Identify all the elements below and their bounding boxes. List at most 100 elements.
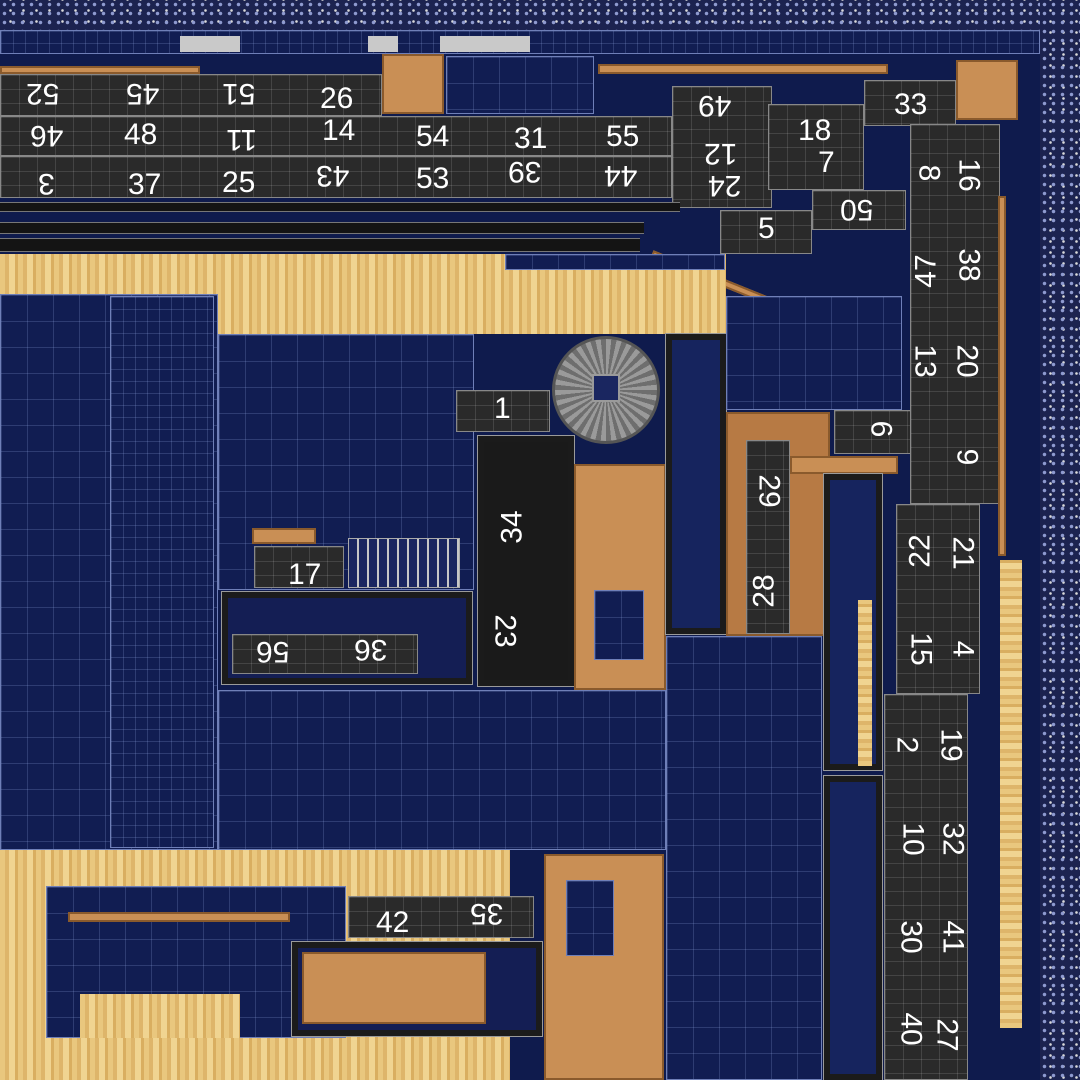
part-number-8: 8 [912, 164, 946, 182]
dark-panel-56-36 [232, 634, 418, 674]
part-number-33: 33 [894, 88, 928, 121]
dark-grid-top-row2 [0, 116, 672, 156]
part-number-13: 13 [908, 344, 942, 378]
dark-panel-17 [254, 546, 344, 588]
frame-34-23 [477, 435, 575, 687]
part-number-2: 2 [890, 736, 924, 754]
part-number-4: 4 [946, 640, 980, 658]
part-number-55: 55 [606, 120, 640, 153]
blue-pattern-panel [666, 636, 822, 1080]
part-number-52: 52 [26, 77, 60, 110]
part-number-16: 16 [952, 158, 986, 192]
part-number-42: 42 [376, 906, 410, 939]
dark-panel-29-28 [746, 440, 790, 634]
part-number-28: 28 [747, 574, 781, 608]
copper-square-b [956, 60, 1018, 120]
frame-tall-right-2 [823, 775, 883, 1080]
dark-column-bottom [884, 694, 968, 1080]
dark-grid-top-left [0, 74, 382, 116]
blue-box-mid-right [726, 296, 902, 410]
part-number-19: 19 [934, 728, 968, 762]
dark-grid-33 [864, 80, 956, 126]
copper-bar-top-right [598, 64, 888, 74]
part-number-5: 5 [758, 212, 775, 245]
part-number-12: 12 [704, 137, 738, 170]
part-number-38: 38 [952, 248, 986, 282]
gravel-strip-right [1040, 0, 1080, 1080]
dark-grid-right-top [672, 86, 772, 208]
part-number-54: 54 [416, 120, 450, 153]
wood-strip-right [858, 600, 872, 766]
dark-column-right-lower [896, 504, 980, 694]
part-number-3: 3 [38, 167, 55, 200]
dark-grid-5 [720, 210, 812, 254]
dark-grid-top-row3 [0, 156, 672, 198]
part-number-25: 25 [222, 166, 256, 199]
dark-column-right [910, 124, 1000, 504]
part-number-34: 34 [495, 510, 529, 544]
part-number-49: 49 [698, 89, 732, 122]
part-number-48: 48 [124, 118, 158, 151]
part-number-43: 43 [316, 159, 350, 192]
part-number-6: 6 [864, 420, 898, 438]
part-number-31: 31 [514, 122, 548, 155]
copper-bar-top-left [0, 66, 200, 74]
gray-tile-a [180, 36, 240, 52]
wood-strip-far-right [1000, 560, 1022, 1028]
dark-panel-1 [456, 390, 550, 432]
black-stripe-2 [0, 222, 644, 234]
gray-tile-b [368, 36, 398, 52]
part-number-56: 56 [256, 635, 290, 668]
part-number-40: 40 [894, 1012, 928, 1046]
blue-inset-a [594, 590, 644, 660]
part-number-11: 11 [226, 123, 258, 156]
part-number-46: 46 [30, 119, 64, 152]
blue-lower-panel [218, 690, 666, 850]
black-stripe-1 [0, 202, 680, 212]
part-number-53: 53 [416, 162, 450, 195]
part-number-30: 30 [894, 920, 928, 954]
part-number-45: 45 [126, 77, 160, 110]
part-number-22: 22 [903, 534, 937, 568]
part-number-51: 51 [222, 77, 256, 110]
copper-bottom-inset [302, 952, 486, 1024]
part-number-15: 15 [904, 632, 938, 666]
gray-tile-c [440, 36, 530, 52]
part-number-10: 10 [896, 822, 930, 856]
part-number-29: 29 [752, 474, 786, 508]
part-number-27: 27 [930, 1018, 964, 1052]
dark-grid-50 [812, 190, 906, 230]
copper-strip-far-right [998, 196, 1006, 556]
blue-bottom-inset [566, 880, 614, 956]
part-number-7: 7 [818, 146, 835, 179]
frame-tall-right [823, 473, 883, 771]
wood-bench-inset [80, 994, 240, 1038]
part-number-24: 24 [708, 169, 742, 202]
gear-center [592, 374, 620, 402]
part-number-41: 41 [936, 920, 970, 954]
part-number-17: 17 [288, 558, 322, 591]
part-number-47: 47 [909, 254, 943, 288]
part-number-21: 21 [946, 536, 980, 570]
part-number-32: 32 [936, 822, 970, 856]
part-number-37: 37 [128, 168, 162, 201]
part-number-39: 39 [508, 155, 542, 188]
copper-bench-bar [68, 912, 290, 922]
copper-l-frame-2 [790, 456, 898, 474]
part-number-50: 50 [840, 193, 874, 226]
part-number-36: 36 [354, 633, 388, 666]
blue-panel-top [446, 56, 594, 114]
part-number-9: 9 [950, 448, 984, 466]
part-number-20: 20 [950, 344, 984, 378]
copper-square-a [382, 54, 444, 114]
part-number-18: 18 [798, 114, 832, 147]
striped-block [348, 538, 460, 588]
part-number-35: 35 [470, 897, 504, 930]
dark-panel-42-35 [348, 896, 534, 938]
part-number-14: 14 [322, 114, 356, 147]
blue-plank-inset [505, 254, 725, 270]
part-number-26: 26 [320, 82, 354, 115]
black-stripe-3 [0, 238, 640, 252]
blue-mesh-column [110, 296, 214, 848]
